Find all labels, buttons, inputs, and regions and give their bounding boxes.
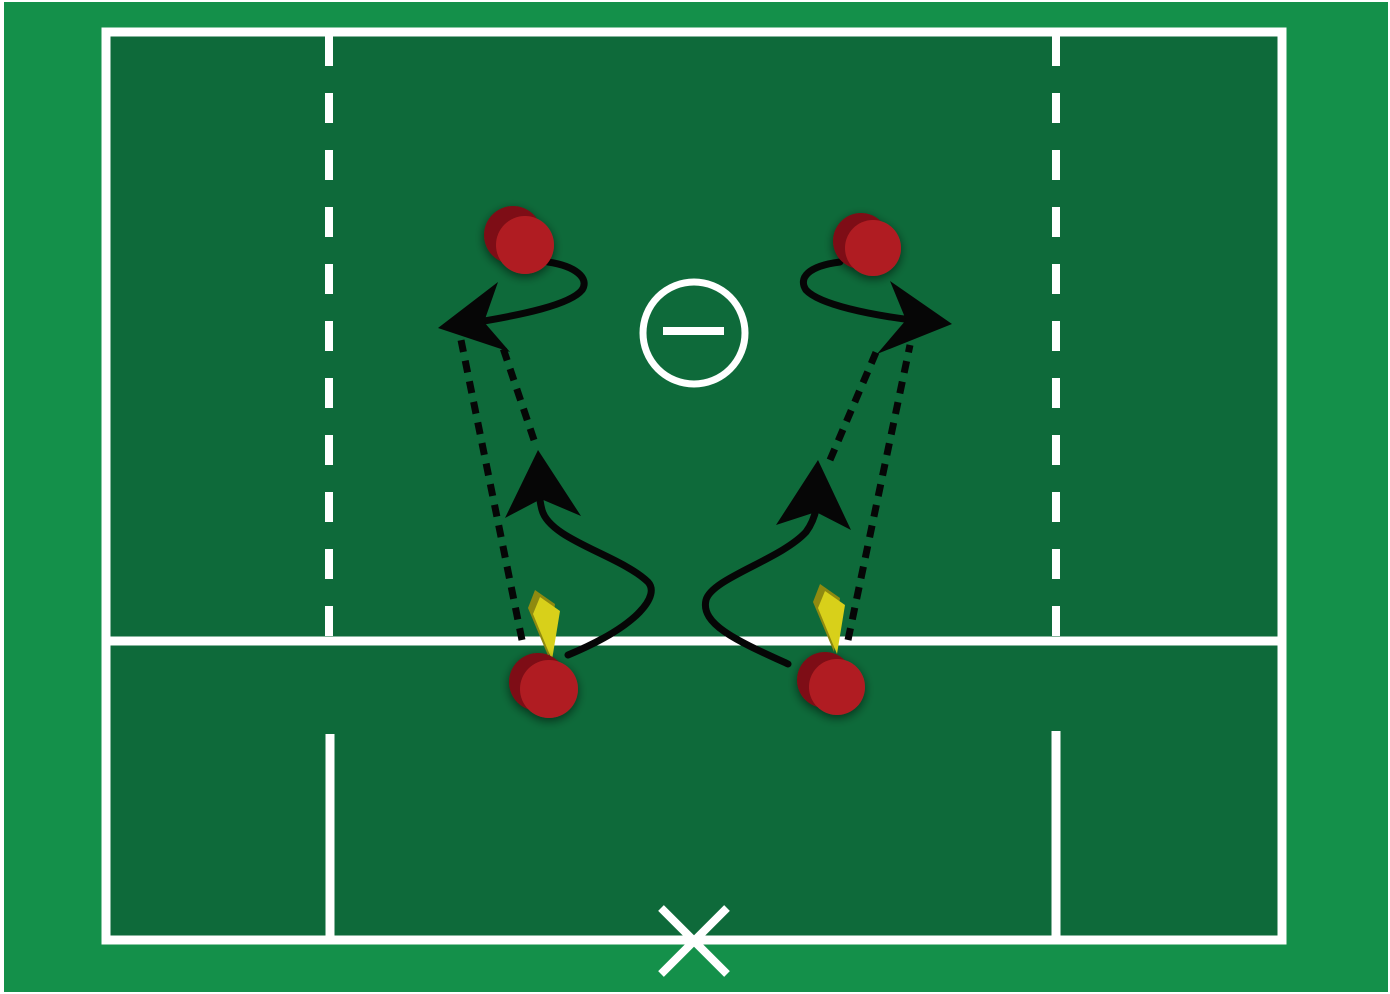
field-grass — [106, 32, 1282, 940]
